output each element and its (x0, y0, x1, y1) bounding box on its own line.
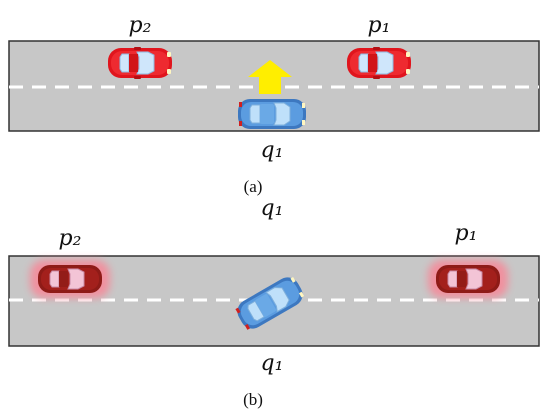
label-p2-a: p₂ (129, 13, 152, 38)
label-p1-a: p₁ (368, 13, 391, 38)
move-up-arrow-icon (248, 60, 292, 94)
label-p1-b: p₁ (455, 221, 478, 246)
label-p2-b: p₂ (59, 226, 82, 251)
car-p2-a (107, 46, 173, 80)
caption-a: (a) (244, 177, 263, 196)
caption-b: (b) (243, 390, 263, 409)
car-q1-a (237, 98, 307, 130)
label-q1-b: q₁ (261, 351, 284, 376)
car-p1-a (346, 46, 412, 80)
car-p1-b (428, 260, 508, 298)
label-q1-a: q₁ (261, 138, 284, 163)
panel-a: p₂ p₁ q₁ (a) (8, 13, 540, 196)
car-p2-b (30, 260, 110, 298)
panel-b: q₁ p₂ p₁ q₁ (b) (8, 196, 540, 409)
label-q1-top-b: q₁ (261, 196, 284, 221)
